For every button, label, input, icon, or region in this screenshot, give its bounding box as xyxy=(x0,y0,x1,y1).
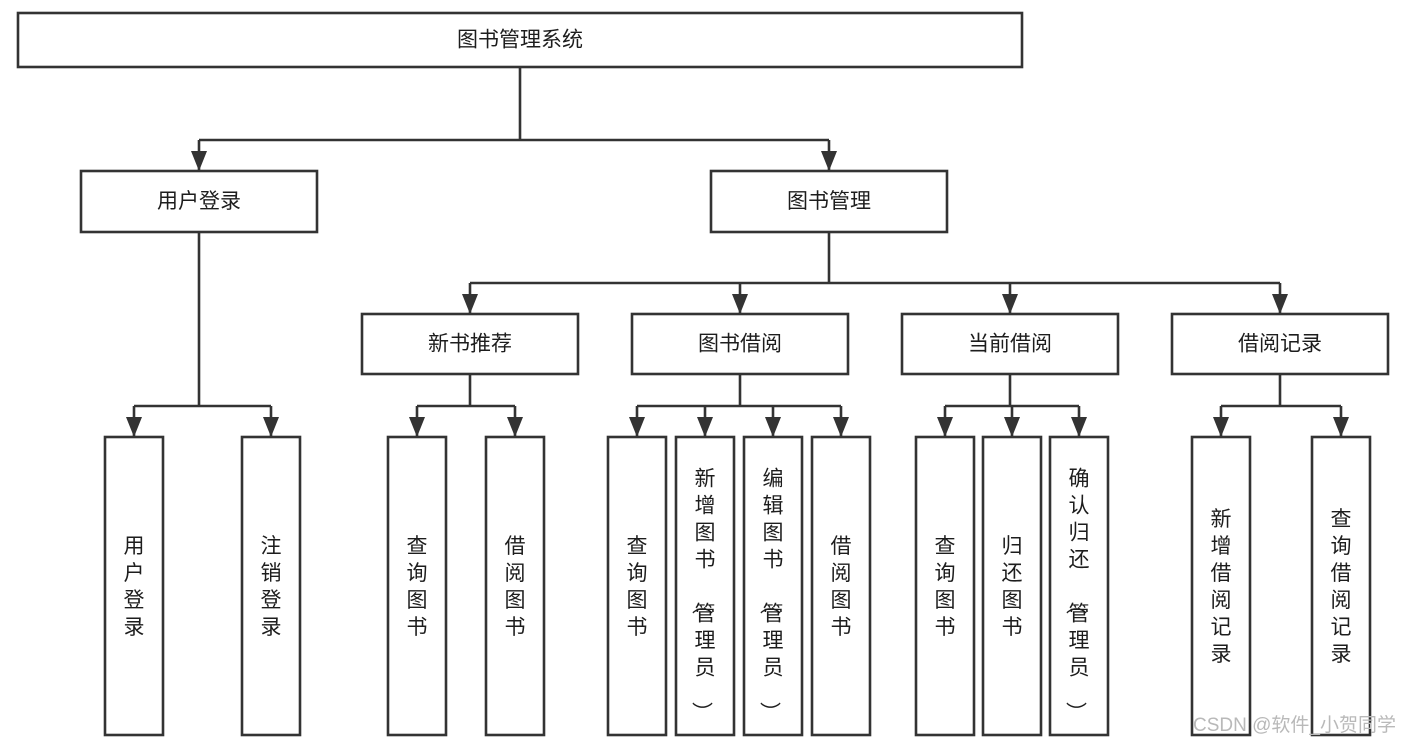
node-box-leaf-edit-book-admin[interactable] xyxy=(742,435,804,737)
node-label-new-book-recommend: 新书推荐 xyxy=(428,333,512,356)
arrow-head-icon-leaf-query-book-borrow xyxy=(629,417,645,437)
node-box-leaf-borrow-book-rec[interactable] xyxy=(484,435,546,737)
node-leaf-query-book-rec[interactable]: 查询图书 xyxy=(386,435,448,737)
node-leaf-query-book-current[interactable]: 查询图书 xyxy=(914,435,976,737)
node-box-book-manage[interactable] xyxy=(709,169,949,234)
arrow-head-icon-current-borrow xyxy=(1002,294,1018,314)
node-label-leaf-query-book-rec: 查询图书 xyxy=(407,535,428,639)
node-box-root[interactable] xyxy=(16,11,1024,69)
node-label-root: 图书管理系统 xyxy=(457,29,583,52)
node-label-leaf-edit-book-admin: 编辑图书（管理员） xyxy=(758,468,784,723)
node-label-leaf-query-book-borrow: 查询图书 xyxy=(627,535,648,639)
arrow-head-icon-leaf-query-borrow-record xyxy=(1333,417,1349,437)
arrow-head-icon-leaf-query-book-current xyxy=(937,417,953,437)
node-box-leaf-query-book-rec[interactable] xyxy=(386,435,448,737)
node-label-leaf-return-book: 归还图书 xyxy=(1002,535,1023,639)
arrow-head-icon-leaf-return-book xyxy=(1004,417,1020,437)
arrow-head-icon-leaf-edit-book-admin xyxy=(765,417,781,437)
node-label-leaf-query-book-current: 查询图书 xyxy=(935,535,956,639)
node-new-book-recommend[interactable]: 新书推荐 xyxy=(360,312,580,376)
arrow-head-icon-leaf-add-borrow-record xyxy=(1213,417,1229,437)
node-box-leaf-borrow-book[interactable] xyxy=(810,435,872,737)
node-current-borrow[interactable]: 当前借阅 xyxy=(900,312,1120,376)
arrow-head-icon-leaf-borrow-book-rec xyxy=(507,417,523,437)
arrow-head-icon-leaf-query-book-rec xyxy=(409,417,425,437)
csdn-watermark: CSDN @软件_小贺同学 xyxy=(1193,714,1396,736)
arrow-head-icon-leaf-logout-login xyxy=(263,417,279,437)
node-box-leaf-user-login[interactable] xyxy=(103,435,165,737)
arrow-head-icon-leaf-confirm-return-admin xyxy=(1071,417,1087,437)
node-box-user-login[interactable] xyxy=(79,169,319,234)
node-leaf-borrow-book[interactable]: 借阅图书 xyxy=(810,435,872,737)
node-leaf-confirm-return-admin[interactable]: 确认归还（管理员） xyxy=(1048,435,1110,737)
node-label-leaf-add-book-admin: 新增图书（管理员） xyxy=(690,468,716,723)
node-box-leaf-query-book-borrow[interactable] xyxy=(606,435,668,737)
node-leaf-logout-login[interactable]: 注销登录 xyxy=(240,435,302,737)
node-label-leaf-user-login: 用户登录 xyxy=(124,535,145,639)
node-label-borrow-record: 借阅记录 xyxy=(1238,333,1322,356)
node-label-book-manage: 图书管理 xyxy=(787,190,871,213)
arrow-head-icon-user-login xyxy=(191,151,207,171)
node-box-leaf-add-borrow-record[interactable] xyxy=(1190,435,1252,737)
node-book-borrow[interactable]: 图书借阅 xyxy=(630,312,850,376)
node-leaf-borrow-book-rec[interactable]: 借阅图书 xyxy=(484,435,546,737)
node-leaf-return-book[interactable]: 归还图书 xyxy=(981,435,1043,737)
node-box-leaf-query-borrow-record[interactable] xyxy=(1310,435,1372,737)
node-leaf-add-borrow-record[interactable]: 新增借阅记录 xyxy=(1190,435,1252,737)
node-box-leaf-query-book-current[interactable] xyxy=(914,435,976,737)
node-box-leaf-return-book[interactable] xyxy=(981,435,1043,737)
node-box-leaf-confirm-return-admin[interactable] xyxy=(1048,435,1110,737)
node-label-leaf-borrow-book-rec: 借阅图书 xyxy=(505,535,526,639)
node-box-leaf-logout-login[interactable] xyxy=(240,435,302,737)
node-box-new-book-recommend[interactable] xyxy=(360,312,580,376)
node-book-manage[interactable]: 图书管理 xyxy=(709,169,949,234)
node-leaf-query-borrow-record[interactable]: 查询借阅记录 xyxy=(1310,435,1372,737)
node-box-leaf-add-book-admin[interactable] xyxy=(674,435,736,737)
arrow-head-icon-book-borrow xyxy=(732,294,748,314)
arrow-head-icon-borrow-record xyxy=(1272,294,1288,314)
node-label-leaf-add-borrow-record: 新增借阅记录 xyxy=(1211,508,1232,666)
node-label-leaf-query-borrow-record: 查询借阅记录 xyxy=(1331,508,1352,666)
node-layer: 图书管理系统用户登录图书管理新书推荐图书借阅当前借阅借阅记录用户登录注销登录查询… xyxy=(16,11,1390,737)
node-borrow-record[interactable]: 借阅记录 xyxy=(1170,312,1390,376)
node-leaf-user-login[interactable]: 用户登录 xyxy=(103,435,165,737)
arrow-head-icon-leaf-borrow-book xyxy=(833,417,849,437)
node-label-current-borrow: 当前借阅 xyxy=(968,333,1052,356)
node-label-leaf-logout-login: 注销登录 xyxy=(261,535,282,639)
node-label-book-borrow: 图书借阅 xyxy=(698,333,782,356)
node-leaf-query-book-borrow[interactable]: 查询图书 xyxy=(606,435,668,737)
arrow-head-icon-leaf-add-book-admin xyxy=(697,417,713,437)
node-user-login[interactable]: 用户登录 xyxy=(79,169,319,234)
node-leaf-add-book-admin[interactable]: 新增图书（管理员） xyxy=(674,435,736,737)
arrow-head-icon-new-book-recommend xyxy=(462,294,478,314)
connector-layer xyxy=(126,67,1349,437)
node-label-user-login: 用户登录 xyxy=(157,190,241,213)
node-leaf-edit-book-admin[interactable]: 编辑图书（管理员） xyxy=(742,435,804,737)
node-box-borrow-record[interactable] xyxy=(1170,312,1390,376)
arrow-head-icon-book-manage xyxy=(821,151,837,171)
arrow-head-icon-leaf-user-login xyxy=(126,417,142,437)
node-box-book-borrow[interactable] xyxy=(630,312,850,376)
node-root[interactable]: 图书管理系统 xyxy=(16,11,1024,69)
node-label-leaf-borrow-book: 借阅图书 xyxy=(831,535,852,639)
node-box-current-borrow[interactable] xyxy=(900,312,1120,376)
node-label-leaf-confirm-return-admin: 确认归还（管理员） xyxy=(1064,468,1090,723)
